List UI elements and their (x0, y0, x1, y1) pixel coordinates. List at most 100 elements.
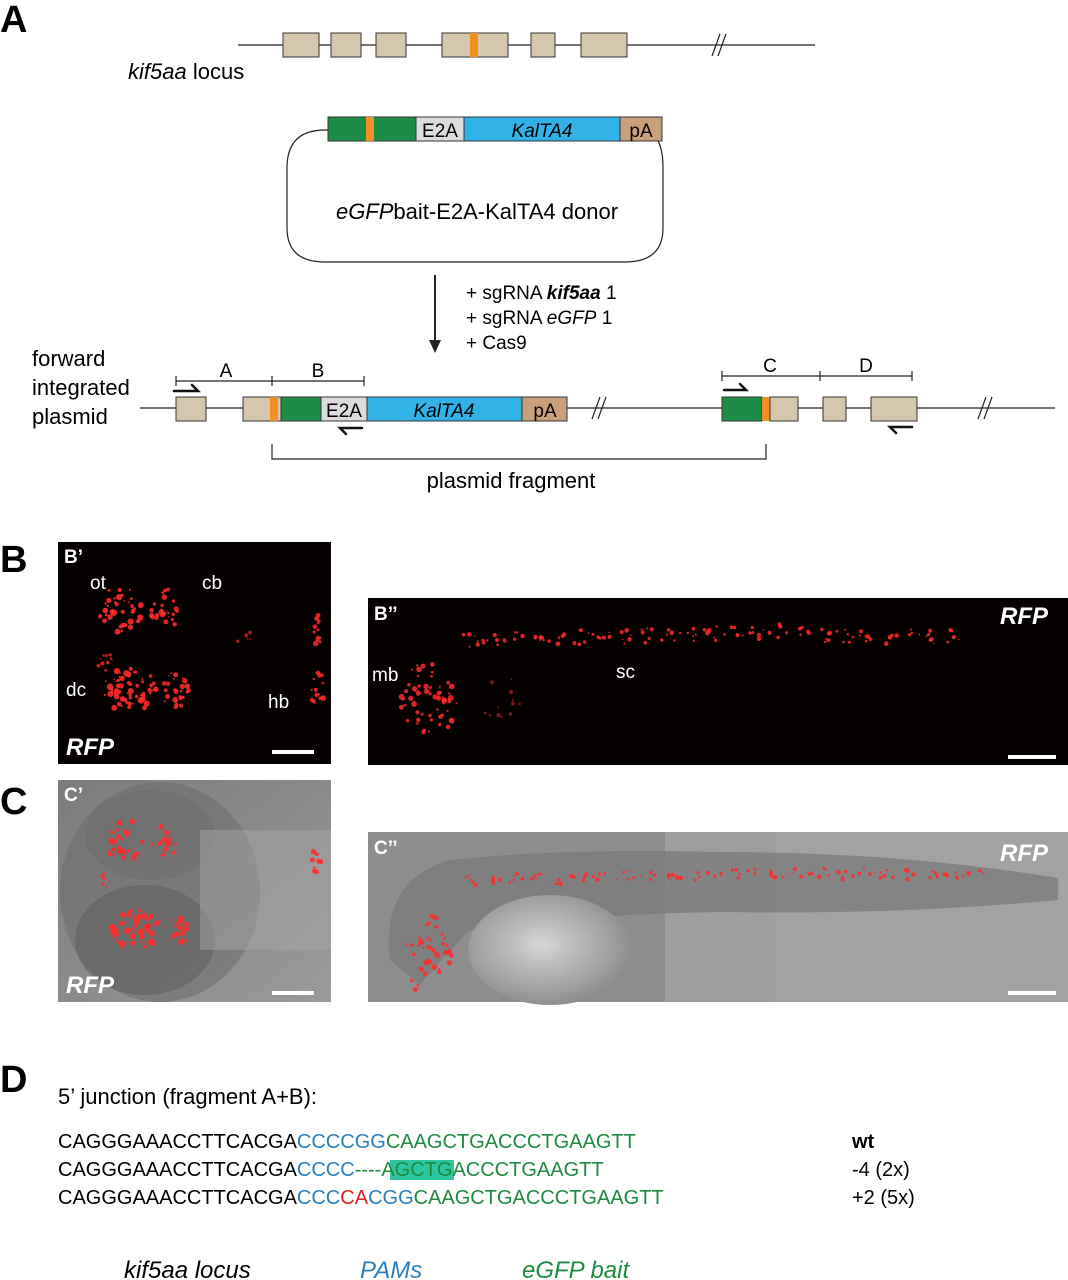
rfp-speck (104, 680, 107, 682)
rfp-speck (954, 875, 959, 880)
rfp-speck (248, 630, 253, 635)
rfp-speck (246, 637, 249, 640)
rfp-speck (817, 874, 822, 880)
rfp-speck (411, 668, 413, 671)
rfp-speck (423, 688, 430, 694)
rfp-speck (491, 876, 496, 881)
rfp-speck (175, 689, 178, 691)
rfp-speck (935, 876, 939, 879)
rfp-speck (174, 702, 179, 708)
rfp-speck (825, 637, 828, 640)
rfp-speck (799, 633, 802, 636)
rfp-speck (129, 927, 134, 931)
rfp-speck (469, 878, 473, 882)
rfp-speck (619, 630, 624, 635)
rfp-speck (120, 609, 125, 614)
rfp-speck (171, 599, 176, 603)
rfp-speck (448, 949, 452, 953)
rfp-speck (607, 634, 612, 640)
rfp-speck (167, 616, 170, 618)
rfp-speck (130, 604, 134, 608)
rfp-speck (734, 867, 739, 872)
fragment-c-label: C (763, 356, 777, 377)
rfp-speck (106, 597, 112, 604)
sequence-note-del4: -4 (2x) (852, 1159, 910, 1181)
rfp-speck (678, 631, 682, 635)
rfp-speck (889, 637, 892, 640)
rfp-speck (735, 633, 740, 638)
rfp-speck (128, 696, 132, 700)
rfp-speck (103, 693, 106, 697)
rfp-speck (181, 677, 184, 679)
rfp-speck (706, 628, 712, 633)
rfp-speck (738, 872, 741, 876)
rfp-speck (418, 939, 424, 945)
rfp-speck (113, 678, 116, 681)
rfp-speck (423, 973, 427, 977)
kif5aa-locus-diagram (238, 32, 815, 58)
image-c-double-prime (368, 832, 1068, 1005)
rfp-speck (416, 983, 420, 987)
rfp-speck (118, 845, 121, 849)
rfp-speck (110, 839, 113, 842)
rfp-speck (431, 964, 438, 970)
rfp-speck (313, 866, 316, 869)
rfp-speck (160, 853, 163, 856)
image-b-double-prime (368, 598, 1068, 765)
rfp-speck (533, 873, 537, 877)
image-b-prime-channel: RFP (66, 734, 115, 761)
rfp-speck (560, 634, 565, 639)
rfp-speck (494, 637, 500, 643)
rfp-speck (158, 609, 165, 616)
rfp-speck (438, 714, 443, 719)
rfp-speck (420, 712, 424, 716)
rfp-speck (107, 588, 111, 592)
rfp-speck (440, 932, 444, 937)
rfp-speck (154, 615, 159, 621)
rfp-speck (558, 635, 560, 638)
rfp-speck (405, 719, 410, 723)
rfp-speck (148, 930, 153, 935)
donor-e2a-label: E2A (422, 121, 458, 142)
rfp-speck (110, 658, 113, 661)
rfp-speck (416, 664, 419, 667)
rfp-speck (171, 612, 175, 617)
rfp-speck (128, 624, 133, 630)
rfp-speck (163, 688, 168, 693)
rfp-speck (161, 594, 168, 600)
rfp-speck (461, 632, 466, 637)
rfp-speck (116, 834, 121, 839)
rfp-speck (179, 683, 185, 690)
rfp-speck (409, 978, 414, 983)
rfp-speck (843, 628, 846, 631)
rfp-speck (123, 600, 126, 602)
rfp-speck (146, 917, 151, 922)
rfp-speck (686, 876, 689, 878)
rfp-speck (442, 701, 445, 705)
rfp-speck (116, 594, 123, 601)
rfp-speck (109, 609, 116, 615)
rfp-speck (666, 872, 671, 877)
rfp-speck (751, 631, 755, 635)
rfp-speck (405, 943, 408, 946)
rfp-speck (928, 876, 932, 880)
rfp-speck (962, 874, 965, 878)
rfp-speck (702, 627, 707, 632)
rfp-speck (772, 875, 778, 880)
rfp-speck (140, 839, 145, 844)
rfp-speck (102, 654, 105, 657)
rfp-speck (767, 630, 772, 636)
rfp-speck (441, 697, 448, 704)
fragment-brackets (175, 371, 913, 386)
rfp-speck (847, 640, 851, 644)
rfp-speck (791, 872, 793, 875)
rfp-speck (171, 850, 176, 855)
rfp-speck (104, 668, 108, 672)
rfp-speck (151, 681, 156, 686)
rfp-speck (416, 674, 420, 678)
rfp-speck (666, 628, 671, 632)
rfp-speck (441, 696, 444, 699)
rfp-speck (420, 663, 426, 669)
rfp-speck (520, 876, 525, 881)
rfp-speck (182, 927, 188, 933)
